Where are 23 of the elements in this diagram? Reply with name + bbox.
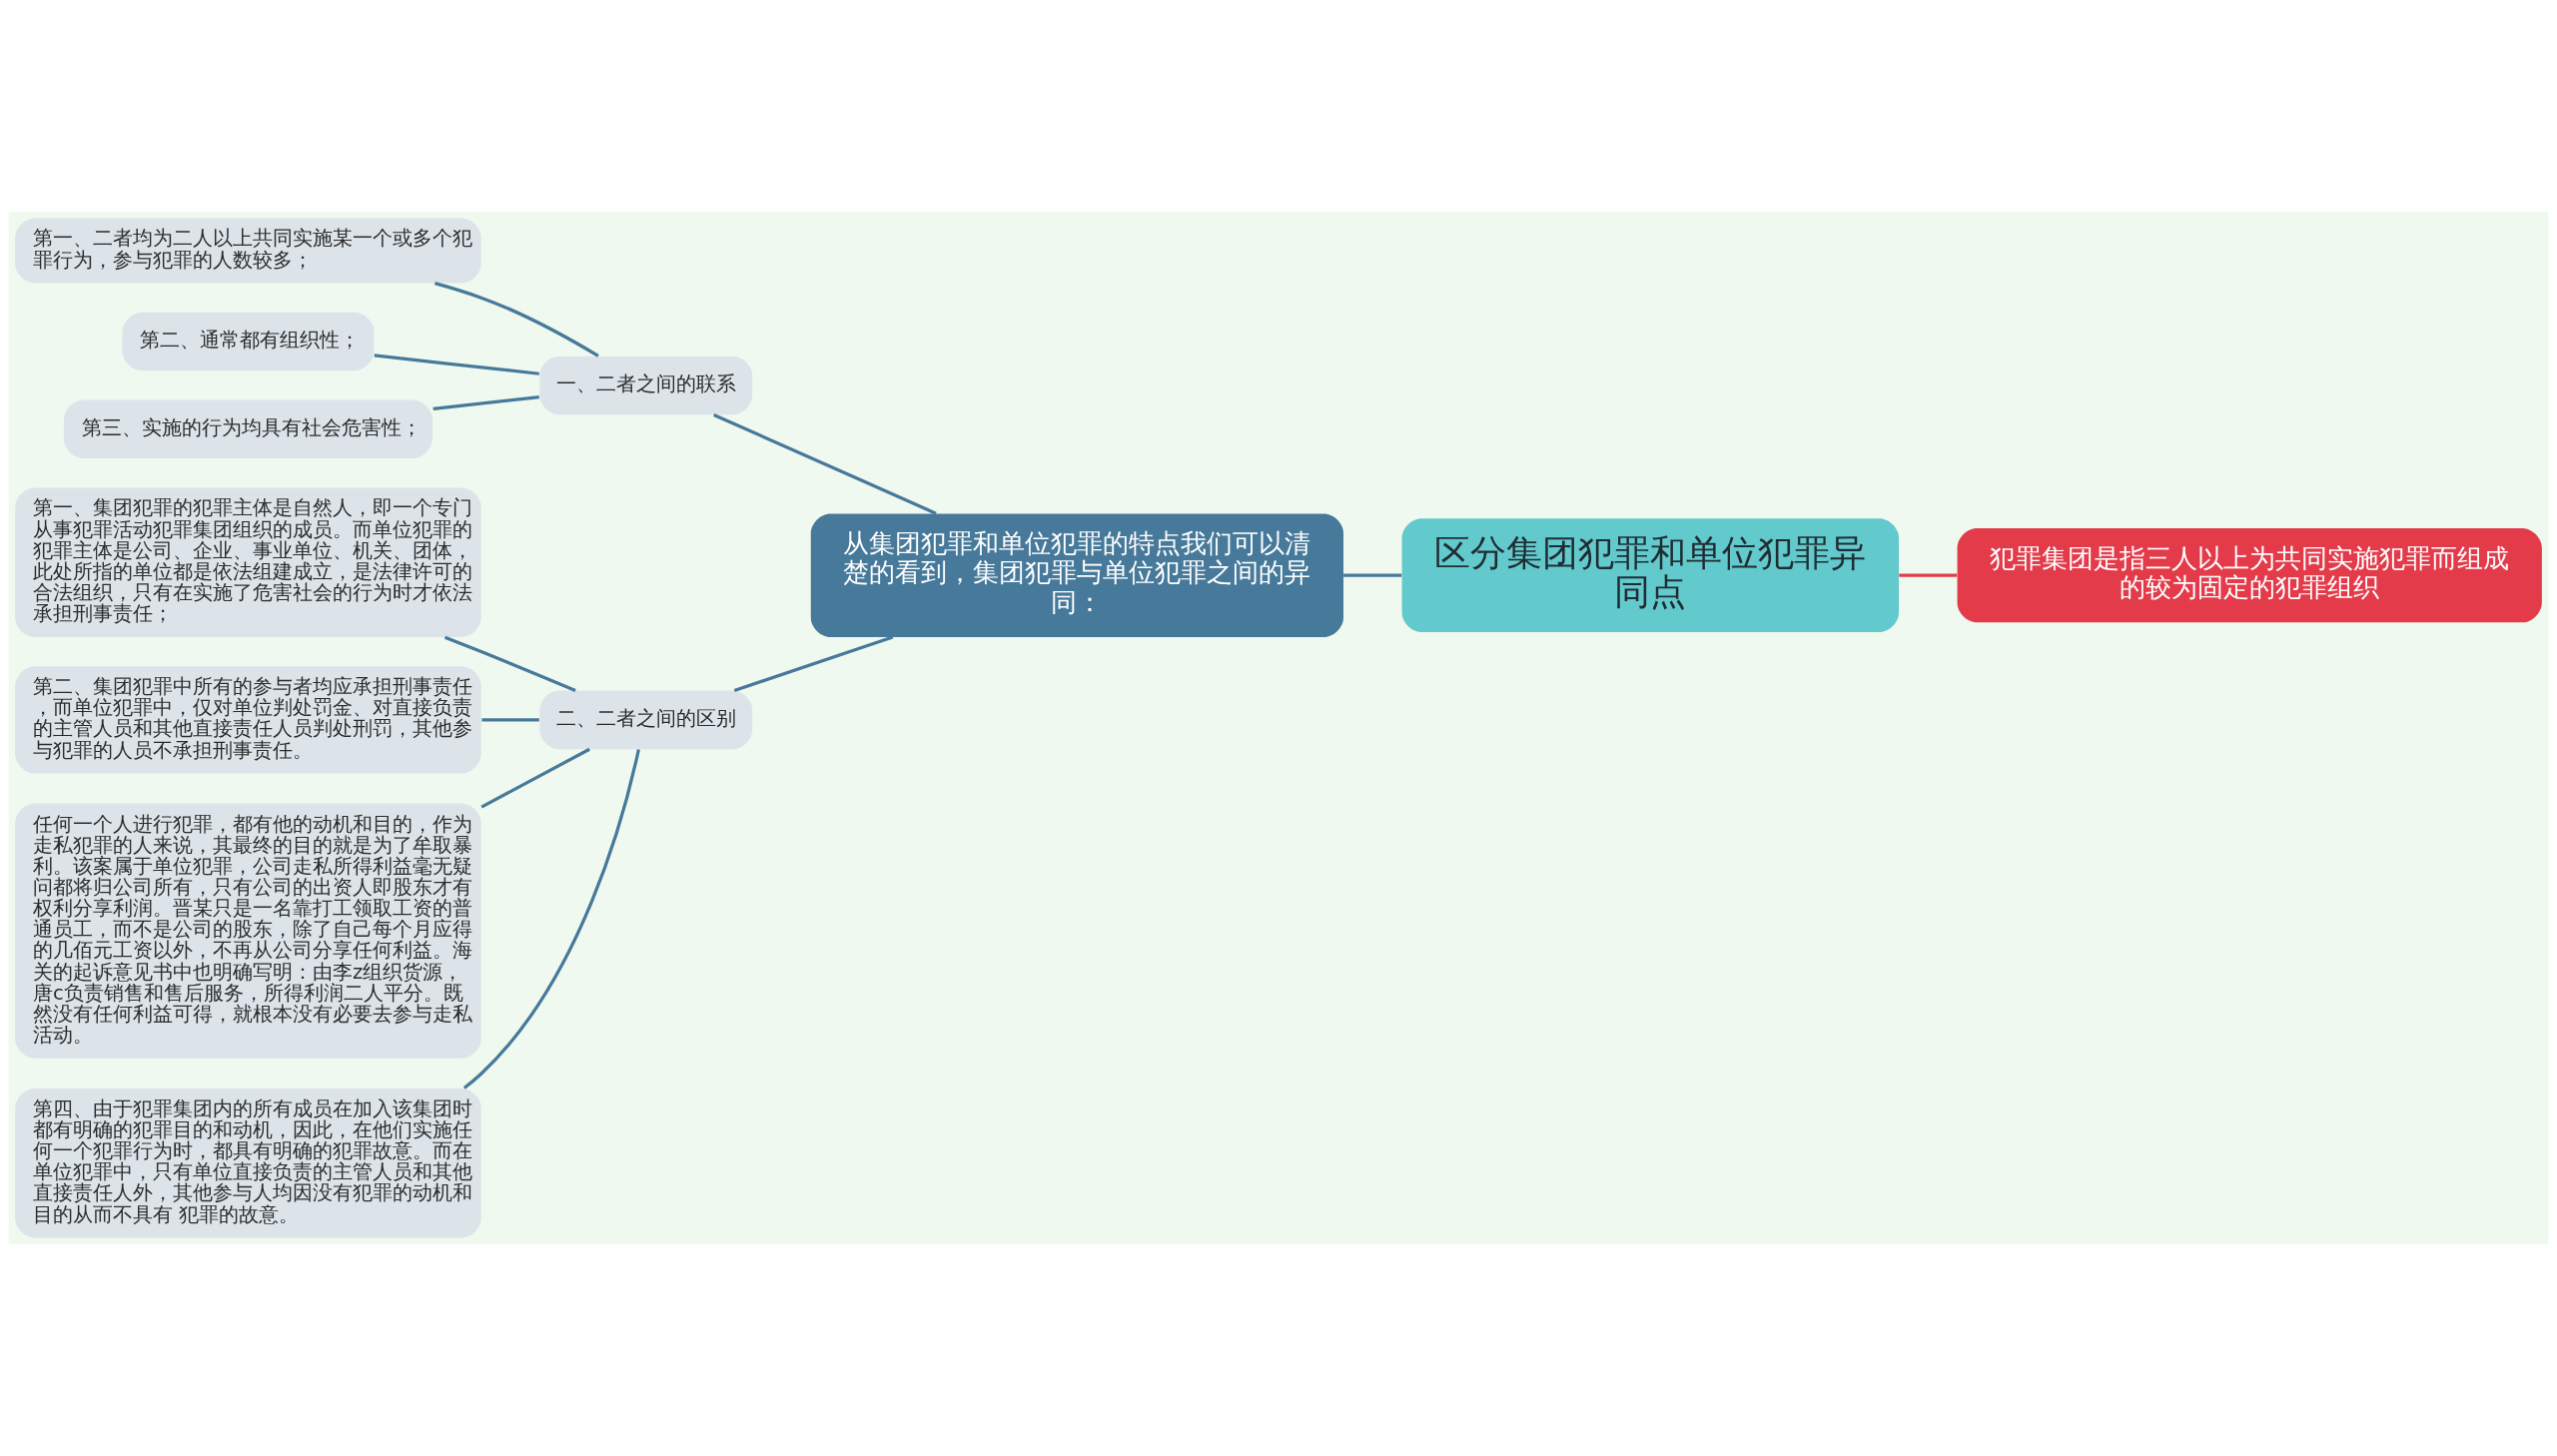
node-box: 第二、集团犯罪中所有的参与者均应承担刑事责任，而单位犯罪中，仅对单位判处罚金、对直接负责的主管人员和其他直接责任人员判处刑罚，其他参与犯罪的人员不承担刑事责任。 xyxy=(15,666,481,774)
connector xyxy=(733,635,894,693)
node-box: 第二、通常都有组织性； xyxy=(122,312,375,371)
node-box: 任何一个人进行犯罪，都有他的动机和目的，作为走私犯罪的人来说，其最终的目的就是为了牟取暴利。该案属于单位犯罪，公司走私所得利益毫无疑问都将归公司所有，只有公司的出资人即股东才有权利分享利润。晋某只是一名靠打工领取工资的普通员工，而不是公司的股东，除了自己每个月应得的几佰元工资以外，不再从公司分享任何利益。海关的起诉意见书中也明确写明：由李z组织货源，唐c负责销售和售后服务，所得利润二人平分。既然没有任何利益可得，就根本没有必要去参与走私活动。 xyxy=(15,803,481,1059)
connector xyxy=(713,412,937,515)
node-box: 第一、集团犯罪的犯罪主体是自然人，即一个专门从事犯罪活动犯罪集团组织的成员。而单位犯罪的犯罪主体是公司、企业、事业单位、机关、团体，此处所指的单位都是依法组建成立，是法律许可的合法组织，只有在实施了危害社会的行为时才依法承担刑事责任； xyxy=(15,487,481,637)
node-box: 犯罪集团是指三人以上为共同实施犯罪而组成的较为固定的犯罪组织 xyxy=(1957,528,2542,623)
node-box: 区分集团犯罪和单位犯罪异同点 xyxy=(1401,518,1900,633)
connector xyxy=(1343,573,1402,577)
node-box: 第一、二者均为二人以上共同实施某一个或多个犯罪行为，参与犯罪的人数较多； xyxy=(15,218,481,284)
node-box: 第三、实施的行为均具有社会危害性； xyxy=(63,399,432,459)
node-box: 从集团犯罪和单位犯罪的特点我们可以清楚的看到，集团犯罪与单位犯罪之间的异同： xyxy=(810,513,1344,637)
connector xyxy=(462,749,640,1090)
connector xyxy=(443,635,576,693)
node-box: 一、二者之间的联系 xyxy=(539,356,753,415)
node-box: 第四、由于犯罪集团内的所有成员在加入该集团时都有明确的犯罪目的和动机，因此，在他们实施任何一个犯罪行为时，都具有明确的犯罪故意。而在单位犯罪中，只有单位直接负责的主管人员和其他直接责任人外，其他参与人均因没有犯罪的动机和目的从而不具有 犯罪的故意。 xyxy=(15,1088,481,1238)
connector xyxy=(481,718,539,722)
connector xyxy=(374,354,539,375)
connector xyxy=(434,282,599,358)
connector xyxy=(1899,573,1958,577)
connector xyxy=(480,747,590,809)
node-box: 二、二者之间的区别 xyxy=(539,690,753,750)
connector xyxy=(432,395,539,411)
